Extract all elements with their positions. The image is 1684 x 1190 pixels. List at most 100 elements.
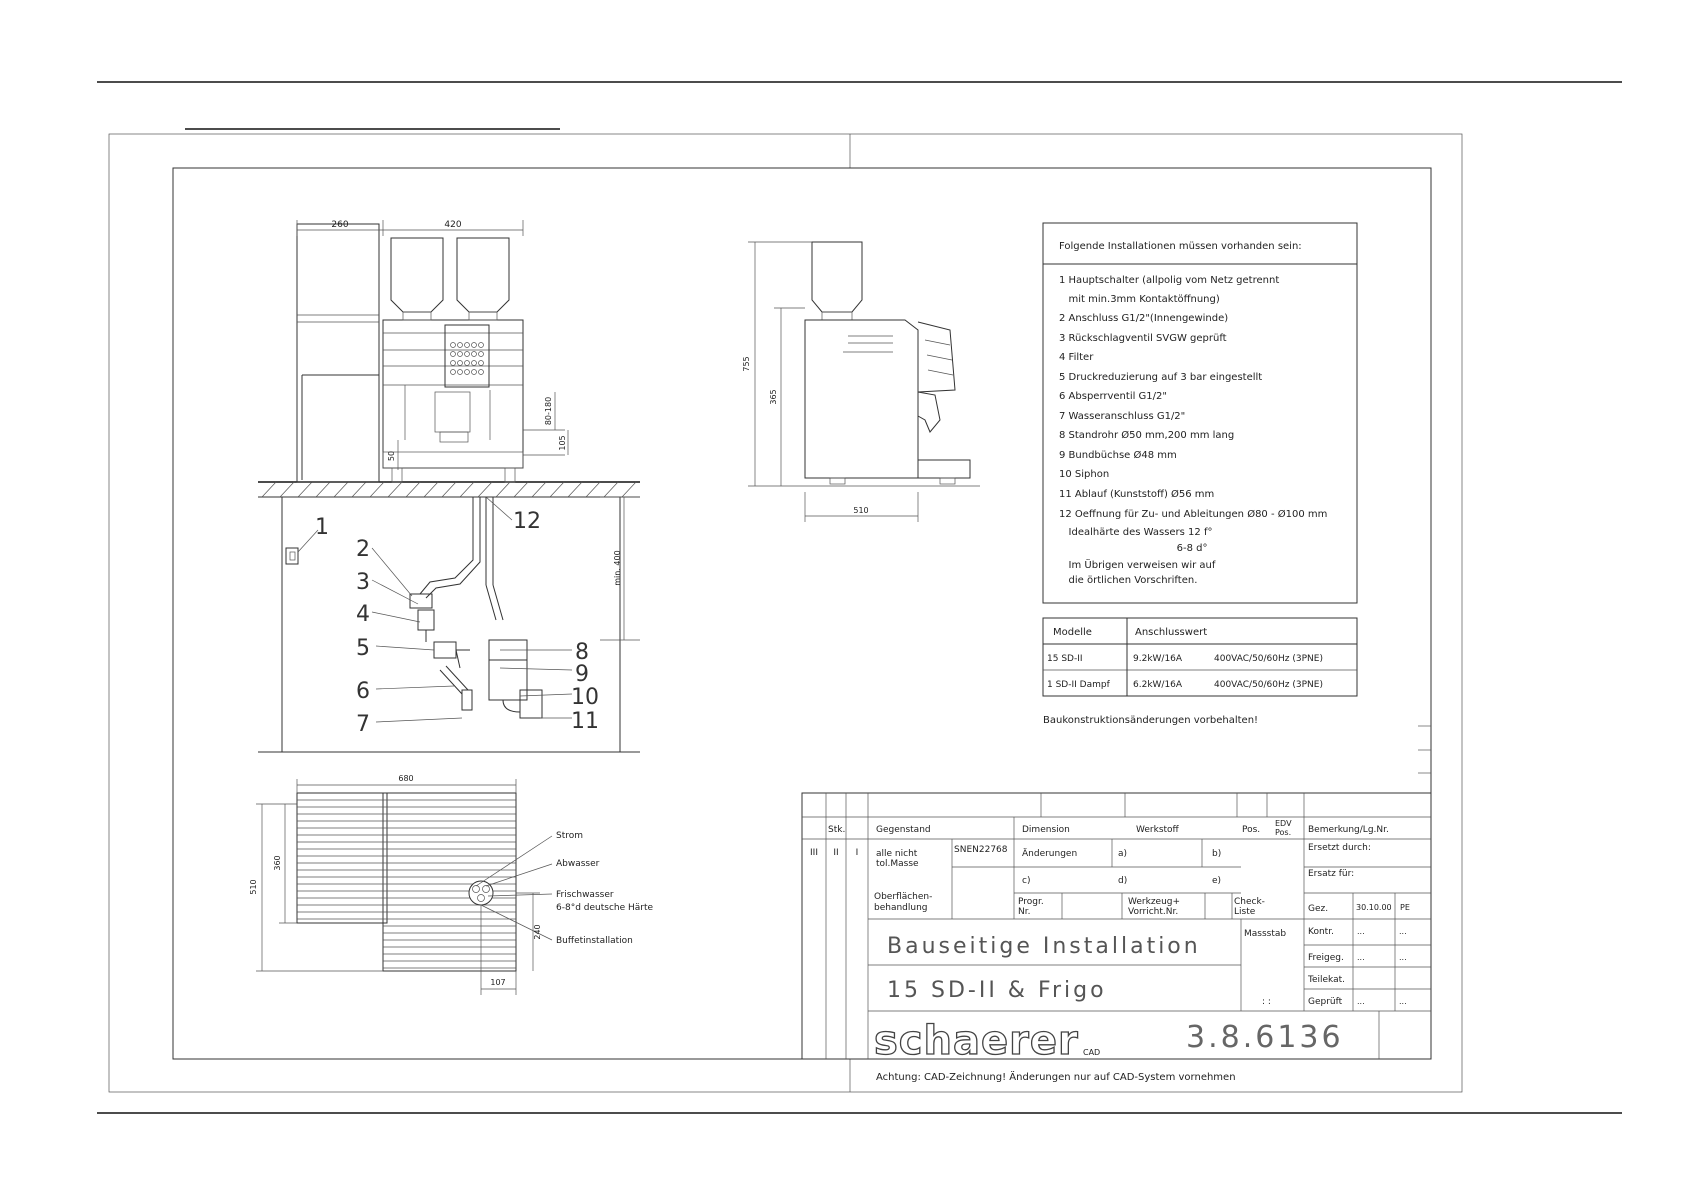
installation-item: 6 Absperrventil G1/2" — [1059, 391, 1167, 402]
tb-approval-teilekat: Teilekat. — [1307, 975, 1345, 985]
drawing-subtitle: 15 SD-II & Frigo — [887, 978, 1107, 1003]
dim-510: 510 — [853, 506, 868, 515]
dim-680: 680 — [398, 774, 413, 783]
front-view-drawing: 260 420 80-180 105 50 min. 400 — [258, 220, 640, 753]
callout-10: 10 — [571, 685, 599, 710]
installation-list-header: Folgende Installationen müssen vorhanden… — [1059, 241, 1302, 252]
installation-list-box — [1042, 222, 1358, 604]
dim-107: 107 — [490, 978, 505, 987]
tb-approval-placeholder: ... — [1399, 953, 1407, 962]
installation-item: 11 Ablauf (Kunststoff) Ø56 mm — [1059, 488, 1214, 500]
tb-progr: Nr. — [1018, 907, 1030, 917]
plan-leaders — [475, 835, 553, 941]
tb-approval-placeholder: ... — [1357, 997, 1365, 1006]
callout-7: 7 — [356, 712, 370, 737]
installation-item: die örtlichen Vorschriften. — [1059, 575, 1197, 586]
tb-header-qty: Stk. — [828, 825, 845, 835]
bean-hopper-left — [390, 237, 444, 313]
dim-360: 360 — [273, 855, 282, 870]
tb-changes-label: Änderungen — [1022, 848, 1077, 859]
tb-drawn-by: PE — [1400, 903, 1410, 912]
installation-item: Idealhärte des Wassers 12 f° — [1059, 527, 1212, 538]
cad-warning-note: Achtung: CAD-Zeichnung! Änderungen nur a… — [876, 1070, 1236, 1083]
installation-item: 12 Oeffnung für Zu- und Ableitungen Ø80 … — [1059, 508, 1327, 520]
tb-header-pos: Pos. — [1242, 825, 1260, 835]
coffee-outlet — [434, 391, 471, 433]
plan-label-frischwasser: Frischwasser — [556, 890, 614, 900]
control-buttons — [450, 342, 484, 375]
plan-label-strom: Strom — [556, 831, 583, 841]
installation-item: 4 Filter — [1059, 352, 1094, 363]
tb-check: Liste — [1234, 907, 1256, 917]
callout-9: 9 — [575, 662, 589, 687]
tb-check: Check- — [1234, 897, 1265, 907]
drain-pipe — [485, 497, 543, 719]
tb-tolerance: tol.Masse — [876, 859, 919, 869]
tb-change-b: b) — [1212, 849, 1221, 859]
drawing-number: 3.8.6136 — [1186, 1020, 1344, 1055]
dim-plan-510: 510 — [249, 879, 258, 894]
installation-item: 5 Druckreduzierung auf 3 bar eingestellt — [1059, 372, 1262, 383]
tb-roman-iii: III — [810, 848, 818, 858]
company-logo: schaerer — [874, 1018, 1079, 1064]
tb-header-object: Gegenstand — [876, 825, 931, 835]
tb-approval-freigeg: Freigeg. — [1308, 953, 1344, 963]
callout-1: 1 — [315, 515, 329, 540]
power-table: Modelle Anschlusswert 15 SD-II 9.2kW/16A… — [1042, 617, 1358, 697]
tb-change-c: c) — [1022, 876, 1030, 886]
tb-approval-placeholder: ... — [1357, 927, 1365, 936]
drip-tray — [382, 451, 524, 469]
tb-header-edv-pos: Pos. — [1275, 828, 1291, 837]
callout-11: 11 — [571, 709, 599, 734]
dim-80-180: 80-180 — [544, 397, 553, 425]
dim-755: 755 — [742, 356, 751, 371]
dim-min-400: min. 400 — [613, 550, 622, 585]
callout-5: 5 — [356, 636, 370, 661]
tb-scale-value: : : — [1262, 997, 1271, 1007]
power-table-cell: 400VAC/50/60Hz (3PNE) — [1214, 654, 1323, 664]
tb-header-material: Werkstoff — [1136, 825, 1180, 835]
plan-label-abwasser: Abwasser — [556, 859, 600, 869]
freshwater-connection — [477, 894, 485, 902]
drawing-title: Bauseitige Installation — [887, 934, 1201, 959]
plan-dimension-lines — [256, 779, 540, 995]
tb-scale-label: Massstab — [1244, 929, 1286, 939]
tb-approval-kontr: Kontr. — [1308, 927, 1334, 937]
frame-edge-ticks — [1418, 725, 1431, 774]
tb-roman-i: I — [856, 848, 859, 858]
drain-connection — [482, 885, 490, 893]
power-table-cell: 9.2kW/16A — [1133, 654, 1183, 664]
power-table-cell: 400VAC/50/60Hz (3PNE) — [1214, 680, 1323, 690]
callout-8: 8 — [575, 640, 589, 665]
callout-2: 2 — [356, 537, 370, 562]
installation-list-items: 1 Hauptschalter (allpolig vom Netz getre… — [1059, 275, 1327, 586]
plan-label-hardness: 6-8°d deutsche Härte — [556, 903, 654, 913]
installation-item: 9 Bundbüchse Ø48 mm — [1059, 449, 1177, 461]
dimension-lines — [296, 220, 640, 641]
side-dimension-lines — [748, 241, 919, 522]
tb-approval-geprueft: Geprüft — [1308, 997, 1343, 1007]
company-logo-suffix: CAD — [1083, 1048, 1100, 1057]
tb-approval-placeholder: ... — [1399, 927, 1407, 936]
tb-replacement-for: Ersatz für: — [1308, 869, 1354, 879]
tb-surface: Oberflächen- — [874, 892, 932, 902]
tb-surface: behandlung — [874, 903, 928, 913]
installation-item: mit min.3mm Kontaktöffnung) — [1059, 294, 1220, 305]
power-table-cell: 15 SD-II — [1047, 654, 1083, 664]
tb-header-dimension: Dimension — [1022, 825, 1070, 835]
side-control-panel — [917, 321, 956, 393]
tb-approval-placeholder: ... — [1399, 997, 1407, 1006]
construction-note: Baukonstruktionsänderungen vorbehalten! — [1043, 715, 1258, 726]
plan-label-buffet: Buffetinstallation — [556, 936, 633, 946]
installation-item: 1 Hauptschalter (allpolig vom Netz getre… — [1059, 275, 1279, 286]
installation-item: 2 Anschluss G1/2"(Innengewinde) — [1059, 313, 1228, 324]
title-block: Stk. Gegenstand Dimension Werkstoff Pos.… — [801, 792, 1432, 1065]
callout-leaders — [297, 496, 573, 723]
side-machine-body — [804, 319, 919, 479]
power-table-header-rating: Anschlusswert — [1135, 627, 1207, 638]
outer-frame — [108, 133, 1463, 1093]
dim-105: 105 — [558, 435, 567, 450]
power-table-cell: 6.2kW/16A — [1133, 680, 1183, 690]
power-table-cell: 1 SD-II Dampf — [1047, 680, 1111, 690]
